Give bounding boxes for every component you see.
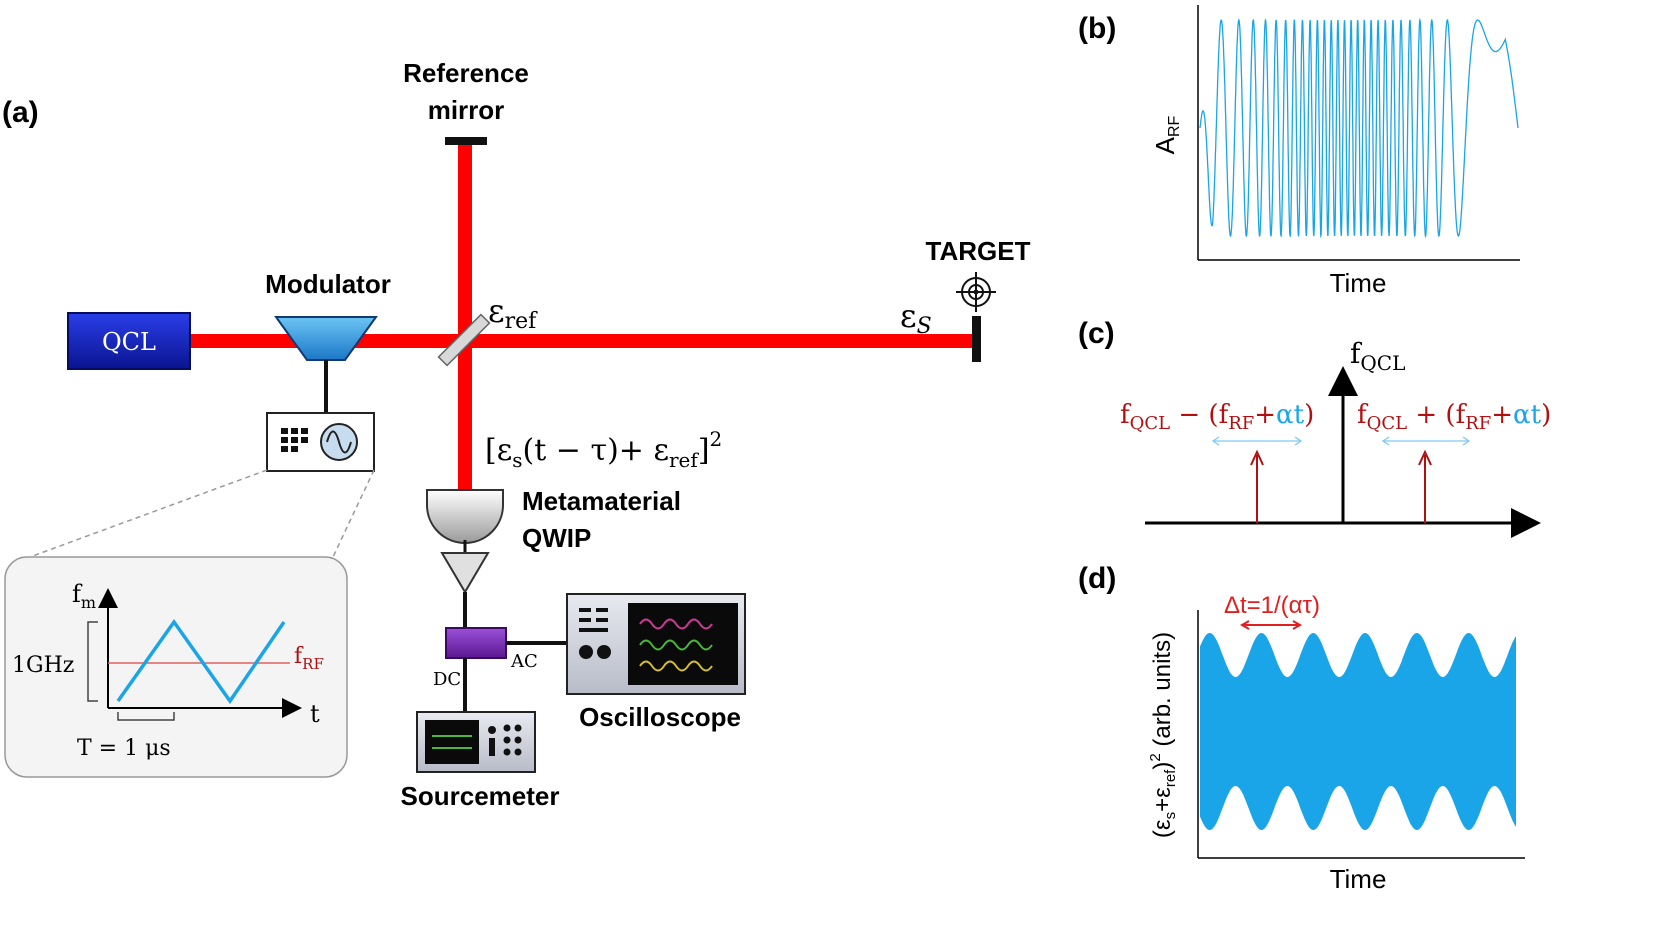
reference-mirror-label-2: mirror [428,95,505,125]
inset-y-label: fm [72,580,96,612]
panel-label-a: (a) [2,96,39,129]
panel-c-right-label: fQCL + (fRF+αt) [1357,400,1551,434]
panel-b-chirp-signal [1199,17,1519,239]
inset-rf-label: fRF [294,644,324,673]
inset-x-label: t [310,700,320,728]
inset-period-label: T = 1 μs [77,736,171,761]
detector-label-2: QWIP [522,523,591,553]
inset-amplitude-label: 1GHz [12,653,74,678]
panel-label-d: (d) [1078,562,1116,595]
panel-b-xlabel: Time [1330,268,1387,298]
panel-d-period-marker [1239,620,1303,630]
qcl-source: QCL [67,312,191,370]
e-ref-label: εref [488,292,538,334]
oscilloscope-label: Oscilloscope [579,702,741,732]
modulator-label: Modulator [265,269,391,299]
panel-d-axes [1197,610,1525,859]
panel-d-ylabel: (εs+εref)2 (arb. units) [1147,632,1179,838]
panel-d-beat-envelope [1200,633,1516,830]
bias-tee [445,627,567,712]
dc-label: DC [433,669,461,690]
panel-c-center-label: fQCL [1350,337,1405,375]
detector-label-1: Metamaterial [522,486,681,516]
panel-label-c: (c) [1078,317,1115,350]
panel-b-axes [1197,5,1520,261]
signal-formula: [εs(t − τ)+ εref]2 [485,427,722,472]
qwip-detector [426,489,504,628]
reference-mirror-label-1: Reference [403,58,529,88]
e-s-label: εS [900,297,932,339]
target-label: TARGET [926,236,1031,266]
oscilloscope [566,593,746,695]
panel-b-ylabel: ARF [1150,115,1183,154]
reference-mirror [445,137,487,145]
sourcemeter [416,711,536,773]
beam-splitter [437,313,491,367]
panel-c-left-label: fQCL − (fRF+αt) [1120,400,1314,434]
sourcemeter-label: Sourcemeter [401,781,560,811]
panel-d-annotation: Δt=1/(ατ) [1224,592,1320,619]
frequency-sweep-inset [4,556,348,778]
qcl-label: QCL [102,328,156,356]
function-generator [266,412,375,472]
panel-label-b: (b) [1078,12,1116,45]
panel-d-xlabel: Time [1330,864,1387,894]
panel-c-spectrum [1145,366,1541,538]
modulator [274,316,378,413]
target [956,272,996,362]
ac-label: AC [510,651,538,672]
